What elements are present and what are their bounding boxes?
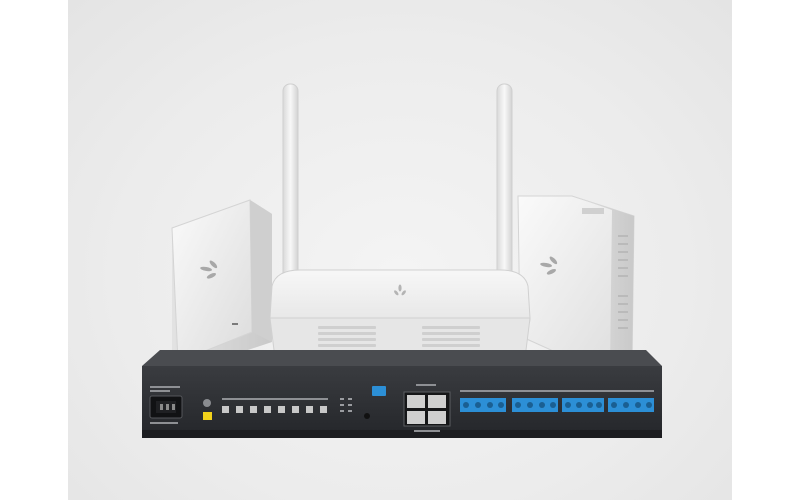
wifi-router-with-antennas [269, 269, 531, 359]
power-socket [149, 395, 183, 419]
terminal-block-2 [512, 398, 558, 412]
rack-gateway-controller [142, 350, 662, 438]
wall-plate-access-point-right [517, 195, 635, 375]
router-antenna-left [282, 83, 299, 295]
indicator-yellow [203, 412, 212, 420]
wall-plate-access-point-left [171, 199, 272, 368]
router-antenna-right [496, 83, 513, 295]
huawei-logo-icon [394, 284, 406, 296]
terminal-block-1 [460, 398, 506, 412]
reset-button [364, 413, 370, 419]
ground-screw-icon [203, 399, 211, 407]
router-vent-slots [318, 326, 480, 347]
console-port [372, 386, 386, 396]
side-vents [618, 235, 628, 329]
terminal-block-4 [608, 398, 654, 412]
printed-port-labels [150, 384, 654, 432]
huawei-logo-icon [540, 256, 558, 275]
huawei-logo-icon [200, 260, 218, 279]
ethernet-port-block [403, 391, 451, 427]
terminal-block-3 [562, 398, 604, 412]
status-led-cluster [340, 398, 352, 412]
dip-switch-row [222, 406, 327, 413]
